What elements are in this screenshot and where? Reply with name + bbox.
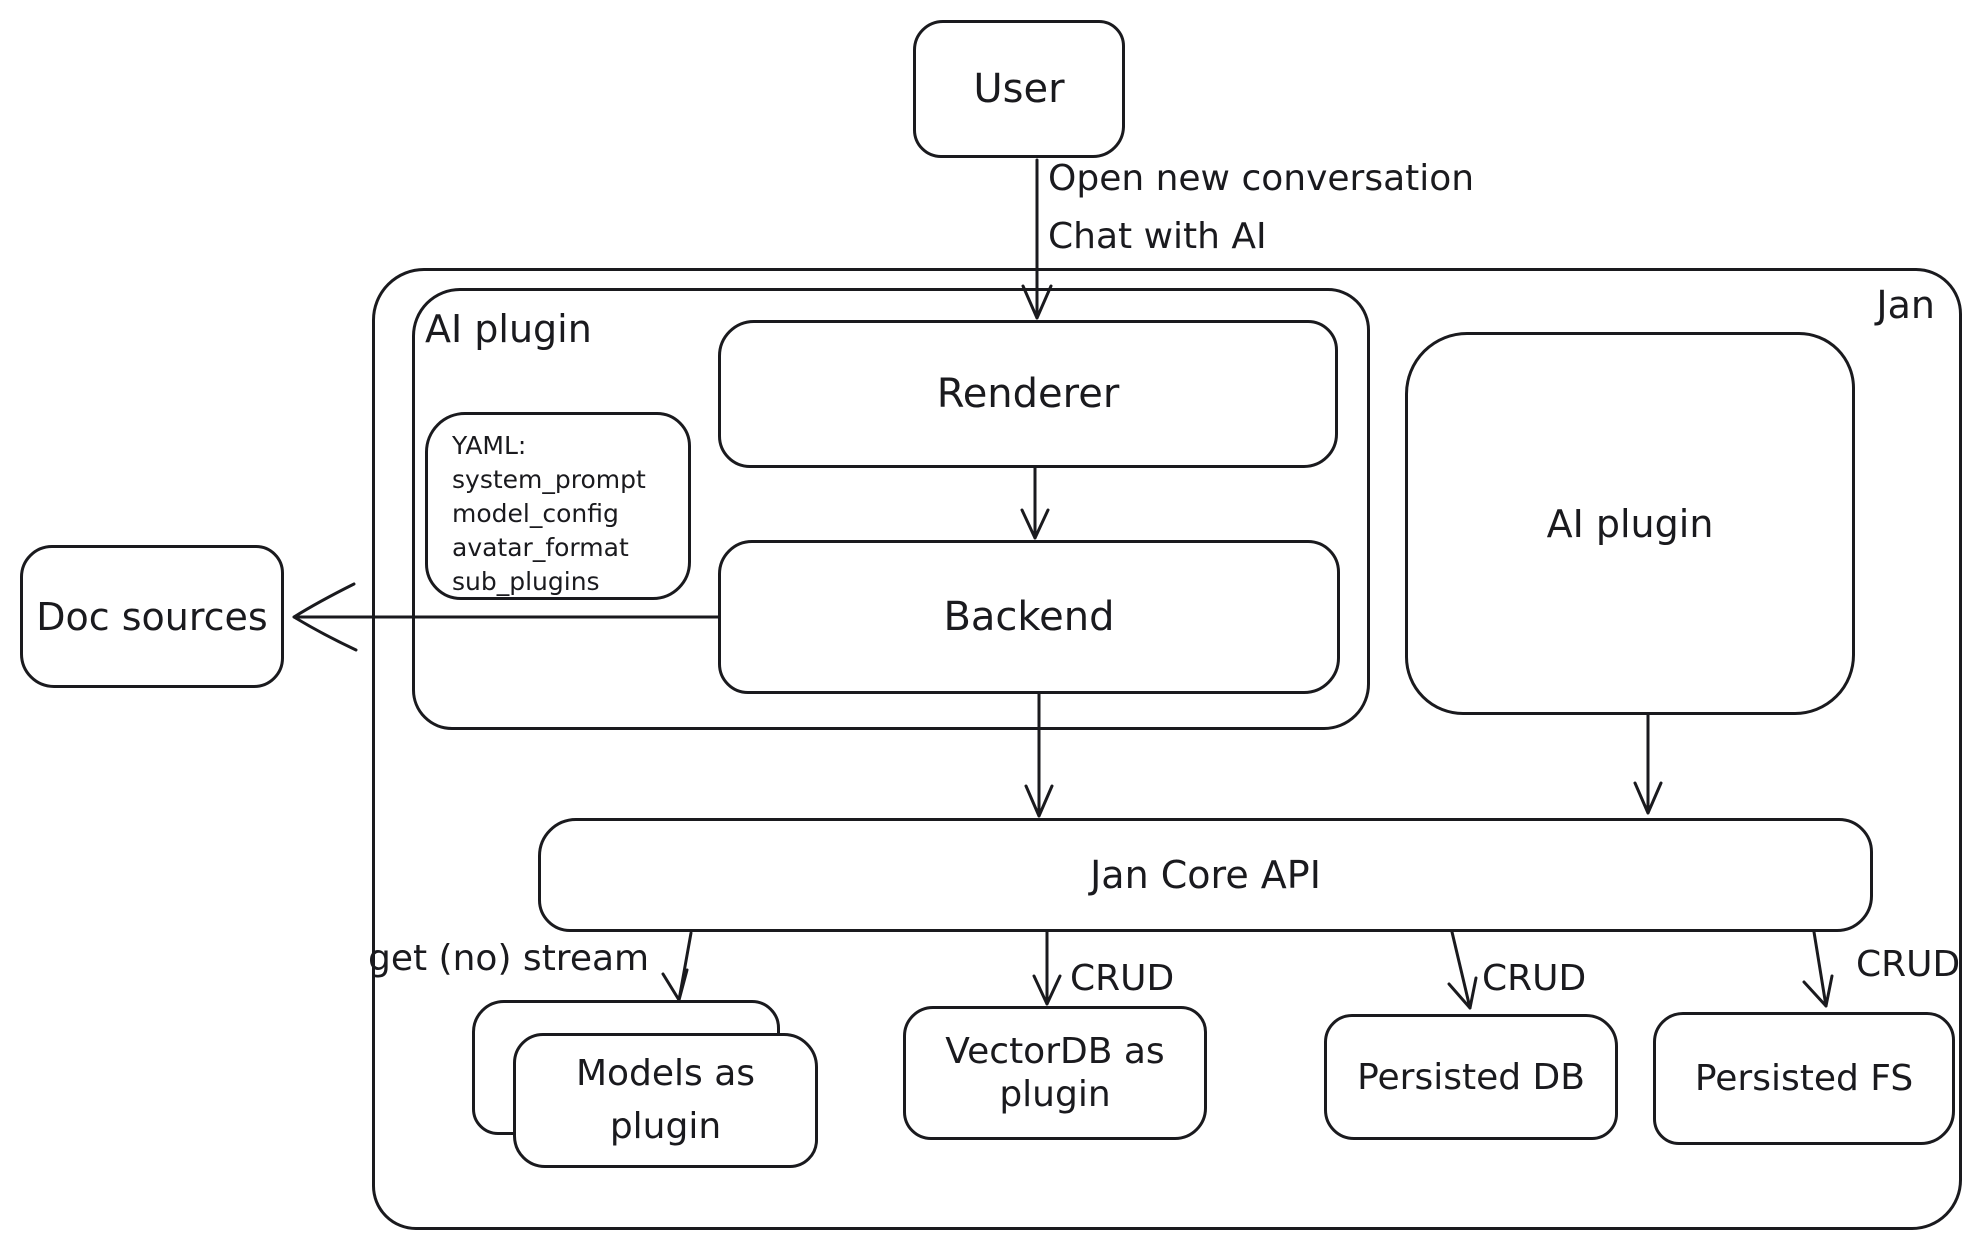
yaml-note-line: sub_plugins [452,567,600,596]
user-node: User [913,20,1125,158]
edge-label-crud-persisted-fs: CRUD [1856,944,1961,985]
jan-core-api-node: Jan Core API [538,818,1873,932]
doc-sources-node-label: Doc sources [36,594,268,639]
yaml-note-node: YAML: system_prompt model_config avatar_… [425,412,691,600]
backend-node-label: Backend [943,594,1115,640]
yaml-note-line: YAML: [452,431,527,460]
models-as-plugin-node-label: Models as plugin [575,1053,756,1147]
jan-core-api-node-label: Jan Core API [1090,853,1321,897]
backend-node: Backend [718,540,1340,694]
ai-plugin-group-container: AI plugin [412,288,1370,730]
persisted-fs-node-label: Persisted FS [1694,1058,1914,1099]
vectordb-as-plugin-node: VectorDB as plugin [903,1006,1207,1140]
vectordb-as-plugin-node-label: VectorDB as plugin [945,1030,1165,1115]
persisted-db-node: Persisted DB [1324,1014,1618,1140]
ai-plugin-right-node-label: AI plugin [1546,501,1714,546]
edge-label-crud-persisted-db: CRUD [1482,958,1587,999]
persisted-fs-node: Persisted FS [1653,1012,1955,1145]
edge-label-crud-vectordb: CRUD [1070,958,1175,999]
user-node-label: User [973,66,1065,112]
renderer-node-label: Renderer [936,371,1120,417]
persisted-db-node-label: Persisted DB [1357,1056,1585,1098]
doc-sources-node: Doc sources [20,545,284,688]
edge-label-get-no-stream: get (no) stream [368,938,650,979]
ai-plugin-right-node: AI plugin [1405,332,1855,715]
edge-label-user-to-renderer: Open new conversation Chat with AI [1048,150,1474,266]
yaml-note-line: model_config [452,499,619,528]
renderer-node: Renderer [718,320,1338,468]
edge-label-open-conversation: Open new conversation [1048,158,1475,199]
jan-container: Jan [372,268,1962,1230]
jan-container-label: Jan [1876,283,1935,327]
ai-plugin-group-label: AI plugin [425,307,592,351]
yaml-note-line: system_prompt [452,465,646,494]
edge-label-chat-with-ai: Chat with AI [1048,216,1267,257]
models-as-plugin-node: Models as plugin [513,1033,818,1168]
yaml-note-line: avatar_format [452,533,629,562]
